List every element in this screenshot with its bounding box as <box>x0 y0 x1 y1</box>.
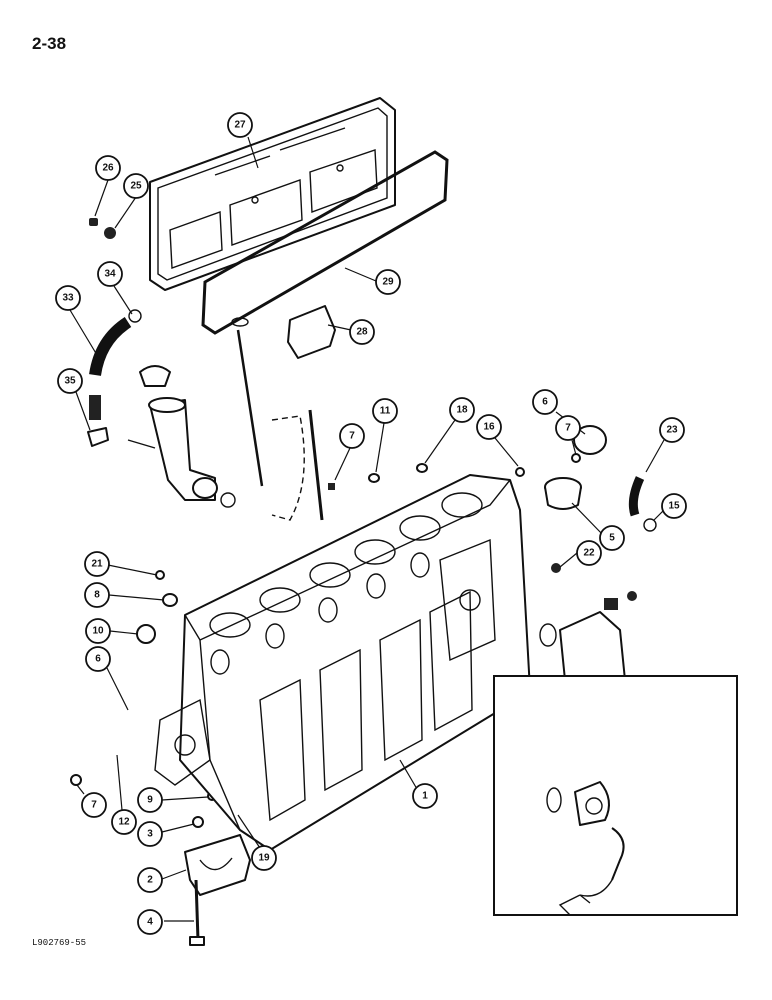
oil-fill-tube <box>127 365 236 508</box>
callout-8: 8 <box>84 582 110 608</box>
svg-text:21: 21 <box>91 559 103 570</box>
callout-33: 33 <box>55 285 81 311</box>
svg-text:22: 22 <box>583 548 595 559</box>
callout-16: 16 <box>476 414 502 440</box>
breather-hose <box>87 309 142 447</box>
svg-text:15: 15 <box>668 501 680 512</box>
svg-text:8: 8 <box>94 590 100 601</box>
callout-12: 12 <box>111 809 137 835</box>
callout-7-b: 7 <box>555 415 581 441</box>
svg-text:23: 23 <box>666 425 678 436</box>
callout-15: 15 <box>661 493 687 519</box>
page-number: 2-38 <box>32 34 67 53</box>
callout-29: 29 <box>375 269 401 295</box>
svg-text:7: 7 <box>349 431 355 442</box>
svg-text:7: 7 <box>565 423 571 434</box>
callout-35: 35 <box>57 368 83 394</box>
valve-cover <box>149 97 396 291</box>
callout-5: 5 <box>599 525 625 551</box>
callout-27: 27 <box>227 112 253 138</box>
svg-text:5: 5 <box>609 533 615 544</box>
svg-text:28: 28 <box>356 327 368 338</box>
callout-7-c: 7 <box>81 792 107 818</box>
callout-4: 4 <box>137 909 163 935</box>
svg-text:33: 33 <box>62 293 74 304</box>
callout-25: 25 <box>123 173 149 199</box>
svg-text:19: 19 <box>258 853 270 864</box>
callout-7-a: 7 <box>339 423 365 449</box>
svg-text:3: 3 <box>147 829 153 840</box>
svg-text:6: 6 <box>95 654 101 665</box>
svg-text:7: 7 <box>91 800 97 811</box>
callout-6-a: 6 <box>532 389 558 415</box>
leader-lines <box>69 136 668 922</box>
valve-cover-gasket <box>201 150 449 335</box>
svg-text:10: 10 <box>92 626 104 637</box>
bolt-grommet <box>89 218 116 239</box>
callout-10: 10 <box>85 618 111 644</box>
svg-text:4: 4 <box>147 917 153 928</box>
callout-9: 9 <box>137 787 163 813</box>
svg-text:16: 16 <box>483 422 495 433</box>
callout-18: 18 <box>449 397 475 423</box>
dipstick <box>231 317 324 521</box>
svg-text:1: 1 <box>422 791 428 802</box>
svg-text:2: 2 <box>147 875 153 886</box>
main-bearing-cap <box>184 834 251 946</box>
svg-text:26: 26 <box>102 163 114 174</box>
svg-text:27: 27 <box>234 120 246 131</box>
svg-text:11: 11 <box>380 406 391 417</box>
callout-2: 2 <box>137 867 163 893</box>
svg-text:25: 25 <box>130 181 142 192</box>
svg-text:18: 18 <box>456 405 468 416</box>
cover-plate <box>287 305 336 359</box>
callout-19: 19 <box>251 845 277 871</box>
svg-text:6: 6 <box>542 397 548 408</box>
callout-23: 23 <box>659 417 685 443</box>
inset-detail <box>493 675 738 916</box>
callout-34: 34 <box>97 261 123 287</box>
figure-code: L902769-55 <box>32 938 87 948</box>
callout-21: 21 <box>84 551 110 577</box>
callout-6-b: 6 <box>85 646 111 672</box>
svg-text:12: 12 <box>118 817 130 828</box>
callout-1: 1 <box>412 783 438 809</box>
svg-text:29: 29 <box>382 277 394 288</box>
svg-text:34: 34 <box>104 269 116 280</box>
cylinder-block <box>154 474 531 851</box>
callout-22: 22 <box>576 540 602 566</box>
svg-text:9: 9 <box>147 795 153 806</box>
callout-11: 11 <box>372 398 398 424</box>
callout-3: 3 <box>137 821 163 847</box>
callout-26: 26 <box>95 155 121 181</box>
svg-text:35: 35 <box>64 376 76 387</box>
callout-28: 28 <box>349 319 375 345</box>
